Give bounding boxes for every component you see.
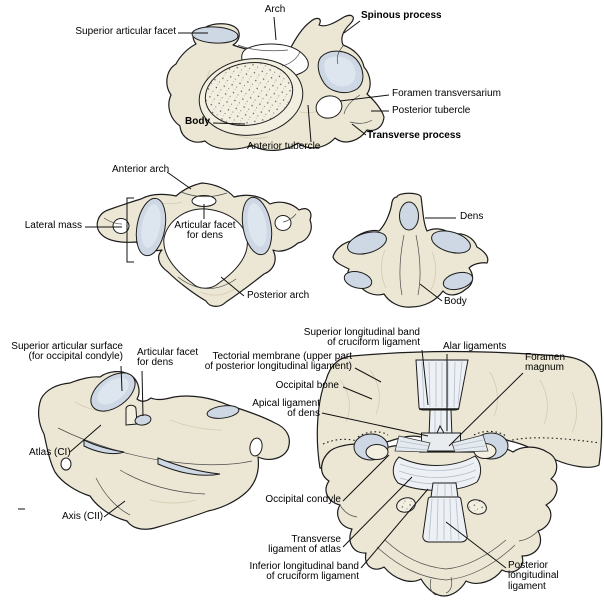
label-posterior-arch: Posterior arch	[247, 290, 310, 301]
left-superior-facet	[347, 231, 387, 255]
right-joint-space	[157, 457, 221, 476]
label-apical-ligament: Apical ligament of dens	[252, 398, 320, 420]
right-transverse-foramen	[274, 215, 292, 231]
apical-ligament-shape	[436, 424, 445, 434]
label-superior-articular-facet: Superior articular facet	[75, 26, 176, 37]
right-inferior-facet	[442, 271, 474, 291]
left-inferior-facet	[343, 271, 373, 289]
label-inferior-longitudinal-band: Inferior longitudinal band of cruciform …	[249, 561, 359, 583]
label-anterior-arch: Anterior arch	[112, 164, 170, 175]
label-superior-articular-surface: Superior articular surface (for occipita…	[11, 341, 123, 363]
left-transverse-foramen	[112, 218, 130, 234]
label-occipital-condyle: Occipital condyle	[265, 494, 341, 505]
label-foramen-transversarium: Foramen transversarium	[392, 88, 501, 99]
label-axis-body: Body	[444, 296, 467, 307]
figure-atlas-axis-articulated	[38, 371, 290, 530]
label-articular-facet-for-dens: Articular facet for dens	[174, 220, 236, 242]
right-facet-strip	[206, 405, 240, 419]
right-superior-facet	[431, 230, 471, 254]
label-atlas-ci: Atlas (CI)	[29, 447, 71, 458]
label-tectorial-membrane: Tectorial membrane (upper part of poster…	[204, 351, 352, 373]
label-alar-ligaments: Alar ligaments	[443, 341, 507, 352]
label-occipital-bone: Occipital bone	[275, 380, 339, 391]
body-stippling	[205, 62, 293, 126]
articular-facet-for-dens-shape	[134, 414, 152, 426]
label-lateral-mass: Lateral mass	[24, 220, 82, 231]
small-foramen-hole	[60, 457, 72, 471]
label-axis-cii: Axis (CII)	[62, 511, 104, 522]
inferior-longitudinal-band-shape	[430, 482, 459, 498]
label-articular-facet-for-dens-2: Articular facet for dens	[137, 347, 199, 369]
foramen-transversarium-hole	[315, 95, 343, 119]
label-anterior-tubercle: Anterior tubercle	[247, 141, 321, 152]
label-spinous-process: Spinous process	[361, 10, 442, 21]
leader-lines	[18, 16, 524, 569]
right-alar-ligament	[451, 434, 489, 453]
label-body: Body	[185, 116, 210, 127]
label-arch: Arch	[264, 4, 286, 15]
figure-craniocervical-ligaments	[316, 350, 603, 597]
label-posterior-tubercle: Posterior tubercle	[392, 105, 471, 116]
posterior-longitudinal-ligament-shape	[422, 496, 468, 543]
left-alar-ligament	[394, 435, 431, 453]
label-foramen-magnum: Foramen magnum	[525, 352, 566, 374]
label-transverse-process: Transverse process	[367, 130, 461, 141]
label-dens: Dens	[460, 211, 484, 222]
superior-articular-facet-shape	[191, 26, 239, 44]
lateral-mass-bracket	[126, 197, 134, 263]
figure-axis-anterior	[332, 192, 489, 308]
figure-cervical-vertebra-superior	[166, 14, 385, 151]
transverse-foramen-hole	[249, 437, 263, 457]
label-posterior-longitudinal-ligament: Posterior longitudinal ligament	[508, 560, 559, 592]
left-joint-space	[83, 439, 125, 455]
label-superior-longitudinal-band: Superior longitudinal band of cruciform …	[303, 327, 420, 349]
label-transverse-ligament: Transverse ligament of atlas	[268, 534, 341, 556]
figure-atlas-superior	[96, 182, 312, 307]
dens-facet	[399, 201, 419, 231]
